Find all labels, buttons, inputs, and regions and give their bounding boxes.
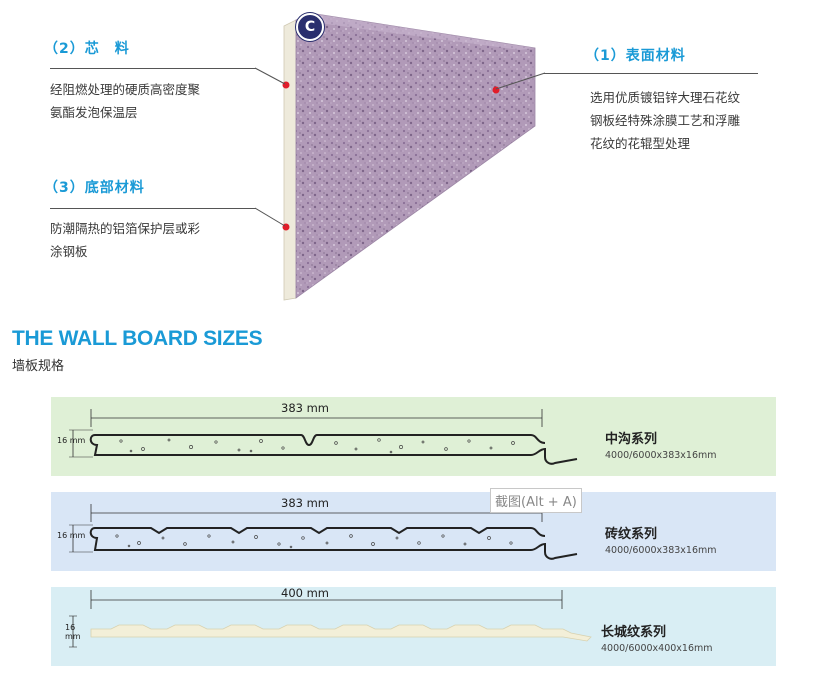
bottom-desc-line: 防潮隔热的铝箔保护层或彩 <box>50 221 201 236</box>
width-label: 383 mm <box>281 496 330 510</box>
series-band-1: 383 mm 16 mm 中沟系列 4000/6000x383x16mm <box>51 397 776 476</box>
surface-heading: （1）表面材料 <box>585 48 686 64</box>
sizes-title: THE WALL BOARD SIZES <box>12 327 263 350</box>
thickness-label: 16 mm <box>57 436 86 445</box>
profile-1-drawing <box>69 409 578 465</box>
series-dimensions: 4000/6000x383x16mm <box>605 450 717 461</box>
sizes-subtitle: 墙板规格 <box>12 359 65 374</box>
series-band-3: 400 mm 16 mm 长城纹系列 4000/6000x400x16mm <box>51 586 776 666</box>
brand-logo: C <box>296 13 324 41</box>
series-name: 砖纹系列 <box>605 527 658 542</box>
bottom-leader-diagonal <box>255 207 286 227</box>
surface-description: 选用优质镀铝锌大理石花纹 钢板经特殊涂膜工艺和浮雕 花纹的花辊型处理 <box>590 86 810 155</box>
core-description: 经阻燃处理的硬质高密度聚 氨酯发泡保温层 <box>50 78 260 124</box>
surface-desc-line: 选用优质镀铝锌大理石花纹 <box>590 90 741 105</box>
surface-leader-diagonal <box>495 72 546 90</box>
series-band-2: 383 mm 16 mm 砖纹系列 4000/6000x383x16mm <box>51 492 776 571</box>
core-desc-line: 经阻燃处理的硬质高密度聚 <box>50 82 201 97</box>
series-dimensions: 4000/6000x400x16mm <box>601 643 713 654</box>
bottom-desc-line: 涂钢板 <box>50 244 88 259</box>
core-heading: （2）芯 料 <box>44 41 130 57</box>
surface-desc-line: 钢板经特殊涂膜工艺和浮雕 <box>590 113 741 128</box>
surface-leader-line <box>544 73 758 74</box>
thickness-label: 16 mm <box>65 623 81 641</box>
core-leader-diagonal <box>255 67 286 85</box>
bottom-heading: （3）底部材料 <box>44 180 145 196</box>
logo-letter: C <box>304 19 316 35</box>
width-label: 383 mm <box>281 401 330 415</box>
core-desc-line: 氨酯发泡保温层 <box>50 105 138 120</box>
series-name: 长城纹系列 <box>601 625 667 640</box>
thickness-label: 16 mm <box>57 531 86 540</box>
profile-3-drawing <box>69 590 592 648</box>
bottom-leader-line <box>50 208 256 209</box>
series-name: 中沟系列 <box>605 432 658 447</box>
width-label: 400 mm <box>281 586 330 600</box>
panel-illustration <box>282 12 536 301</box>
series-dimensions: 4000/6000x383x16mm <box>605 545 717 556</box>
profile-2-drawing <box>69 504 578 560</box>
core-leader-line <box>50 68 256 69</box>
screenshot-tooltip: 截图(Alt + A) <box>490 488 582 513</box>
surface-desc-line: 花纹的花辊型处理 <box>590 136 691 151</box>
bottom-description: 防潮隔热的铝箔保护层或彩 涂钢板 <box>50 217 260 263</box>
